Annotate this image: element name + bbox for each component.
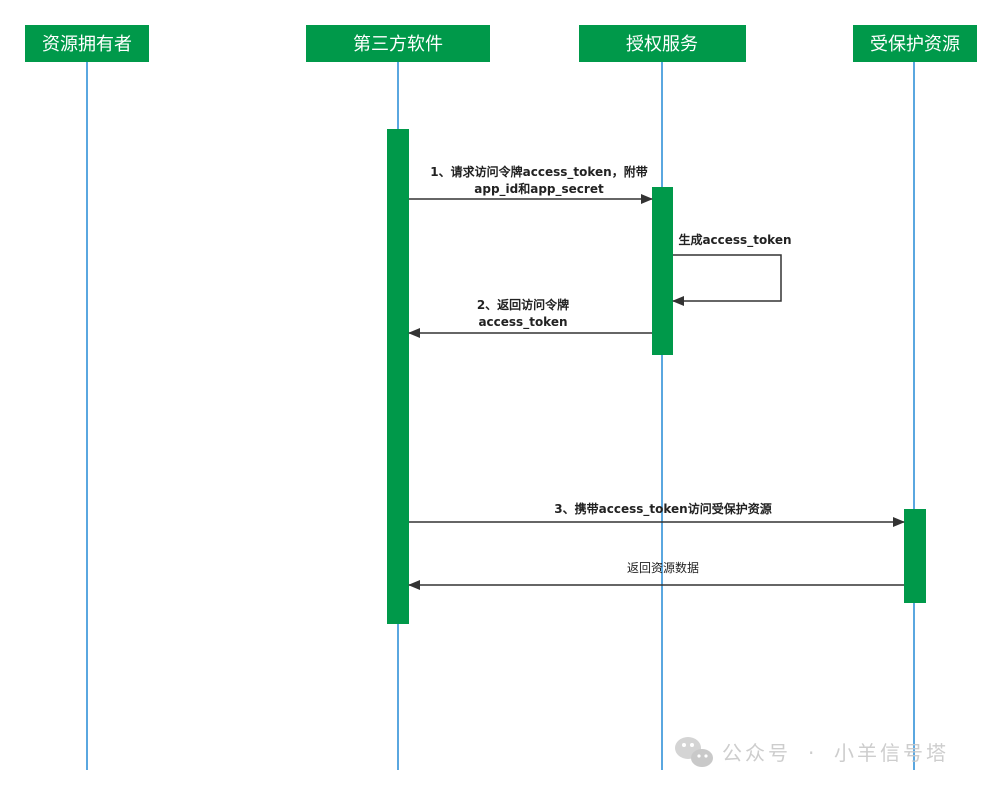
- actor-client-label: 第三方软件: [353, 34, 443, 55]
- watermark-name: 小羊信号塔: [834, 741, 949, 765]
- actor-owner: 资源拥有者: [25, 25, 149, 62]
- activation-resource: [904, 509, 926, 603]
- actor-client: 第三方软件: [306, 25, 490, 62]
- actor-resource: 受保护资源: [853, 25, 977, 62]
- message-2-label-line1: 2、返回访问令牌: [477, 297, 569, 312]
- self-message-label: 生成access_token: [678, 232, 791, 248]
- message-1-label-line1: 1、请求访问令牌access_token，附带: [430, 164, 647, 180]
- wechat-icon: [675, 737, 713, 767]
- activation-client: [387, 129, 409, 624]
- message-1-label-line2: app_id和app_secret: [474, 181, 604, 197]
- actor-owner-label: 资源拥有者: [42, 34, 132, 55]
- watermark-brand: 公众号: [722, 741, 791, 765]
- message-4-label: 返回资源数据: [627, 560, 699, 575]
- actor-resource-label: 受保护资源: [870, 34, 960, 55]
- message-2-label-line2: access_token: [478, 315, 567, 330]
- watermark: 公众号 · 小羊信号塔: [675, 737, 949, 767]
- message-3-label: 3、携带access_token访问受保护资源: [554, 501, 771, 517]
- activation-auth: [652, 187, 673, 355]
- watermark-separator: ·: [808, 741, 817, 765]
- actor-auth-label: 授权服务: [626, 34, 698, 55]
- self-message-arrow: [672, 254, 782, 306]
- actor-auth: 授权服务: [579, 25, 746, 62]
